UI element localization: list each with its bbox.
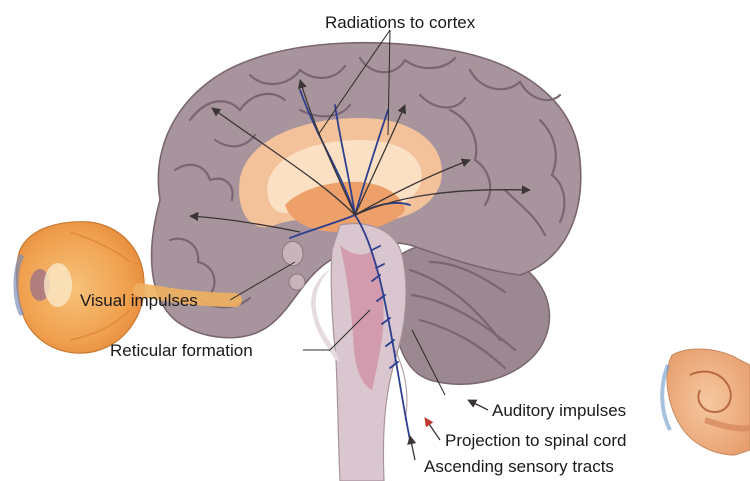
- ascending-tracts: [289, 89, 411, 441]
- label-auditory-impulses: Auditory impulses: [492, 401, 626, 420]
- label-visual-impulses: Visual impulses: [80, 291, 198, 310]
- eye-illustration: [13, 221, 242, 354]
- cerebellum: [394, 241, 551, 386]
- labels: Radiations to cortex Visual impulses Ret…: [80, 13, 626, 476]
- label-reticular-formation: Reticular formation: [110, 341, 253, 360]
- ear-illustration: [660, 348, 750, 456]
- pituitary: [281, 241, 306, 291]
- label-ascending-sensory-tracts: Ascending sensory tracts: [424, 457, 614, 476]
- label-projection-to-spinal-cord: Projection to spinal cord: [445, 431, 626, 450]
- limbic-region: [239, 118, 442, 232]
- radiation-arrows: [189, 79, 531, 233]
- thalamus: [285, 181, 405, 232]
- leader-lines: [229, 29, 489, 461]
- label-radiations-to-cortex: Radiations to cortex: [325, 13, 476, 32]
